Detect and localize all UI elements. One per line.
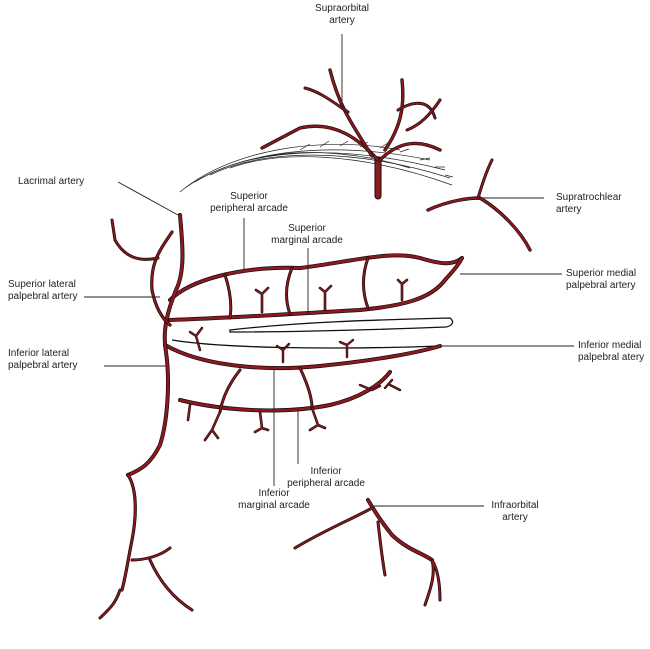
- label-inferior-marginal-arcade: Inferior marginal arcade: [238, 488, 310, 511]
- inferior-arcades: [163, 326, 442, 442]
- infraorbital-artery-vessels: [293, 498, 442, 607]
- leader-lines: [84, 34, 574, 507]
- eyebrow: [179, 140, 454, 193]
- label-supratrochlear-artery: Supratrochlear artery: [556, 192, 622, 215]
- label-supraorbital-artery: Supraorbital artery: [315, 3, 369, 26]
- lacrimal-artery-vessels: [98, 213, 194, 620]
- label-inferior-medial-palpebral-artery: Inferior medial palpebral atery: [578, 340, 645, 363]
- superior-arcades: [168, 253, 464, 322]
- eyelid-outline: [171, 317, 454, 349]
- label-inferior-lateral-palpebral-artery: Inferior lateral palpebral artery: [8, 348, 78, 371]
- label-infraorbital-artery: Infraorbital artery: [491, 500, 539, 523]
- label-superior-marginal-arcade: Superior marginal arcade: [271, 223, 343, 246]
- label-superior-medial-palpebral-artery: Superior medial palpebral artery: [566, 268, 637, 291]
- label-inferior-peripheral-arcade: Inferior peripheral arcade: [287, 466, 365, 489]
- label-superior-lateral-palpebral-artery: Superior lateral palpebral artery: [8, 279, 78, 302]
- supratrochlear-artery-vessels: [426, 158, 532, 252]
- supraorbital-artery-vessels: [260, 68, 442, 200]
- label-lacrimal-artery: Lacrimal artery: [18, 176, 85, 187]
- label-superior-peripheral-arcade: Superior peripheral arcade: [210, 191, 288, 214]
